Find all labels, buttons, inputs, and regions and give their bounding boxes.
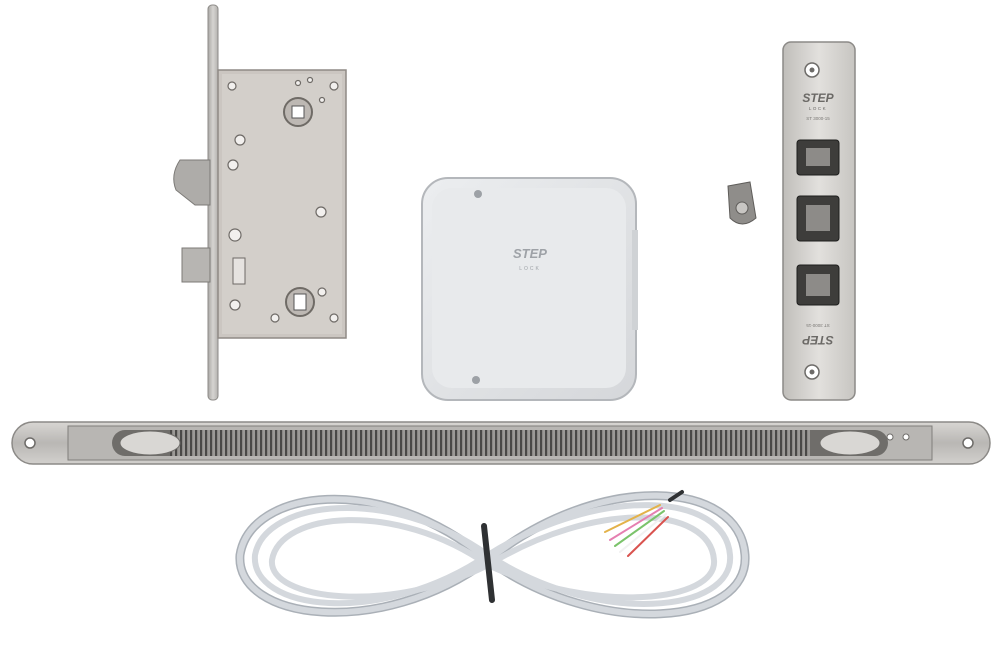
strike-brand-top: STEP bbox=[802, 91, 834, 105]
control-box-brand: STEP bbox=[513, 246, 547, 261]
door-cable-transfer bbox=[11, 421, 991, 465]
control-box bbox=[421, 177, 638, 401]
wire-harness bbox=[235, 490, 750, 619]
strike-plate bbox=[782, 41, 856, 401]
strike-code-top: ST 3000-15 bbox=[806, 116, 830, 121]
mortise-lock bbox=[173, 4, 347, 401]
strike-brand-bottom: STEP bbox=[801, 333, 833, 347]
control-box-sub: LOCK bbox=[519, 266, 541, 272]
strike-code-bottom: ST 3000-15 bbox=[806, 323, 830, 328]
cable-holder bbox=[727, 181, 757, 225]
strike-sub-top: LOCK bbox=[809, 106, 827, 111]
